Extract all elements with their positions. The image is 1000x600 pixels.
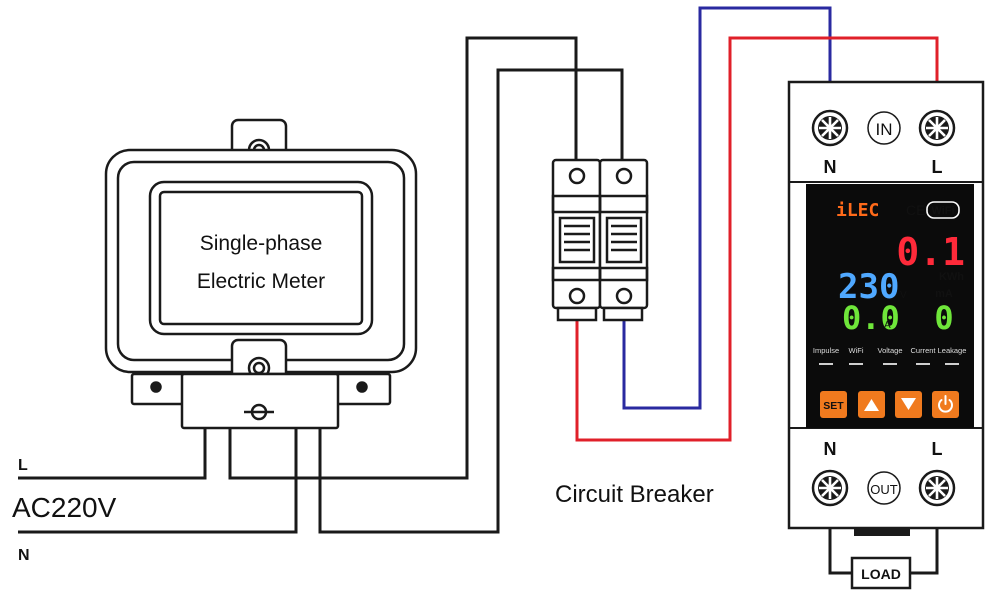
down-button[interactable] — [895, 391, 922, 418]
supply-line-wire — [18, 428, 207, 480]
breaker-to-device-red-wire — [575, 36, 939, 442]
load-label: LOAD — [861, 566, 901, 582]
in-badge — [867, 111, 901, 145]
wifi-badge — [926, 201, 960, 219]
meter-out-line-wire — [228, 36, 578, 480]
voltage-value: 230 — [838, 267, 899, 307]
voltage-unit: V — [900, 290, 907, 301]
bottom-l-terminal-screw — [918, 469, 956, 507]
load-wire — [828, 528, 939, 575]
meter-title-line2: Electric Meter — [197, 270, 325, 293]
wires — [18, 6, 939, 575]
energy-unit: KWh — [939, 271, 964, 283]
load-box — [850, 556, 912, 590]
set-button[interactable]: SET — [820, 391, 847, 418]
power-button[interactable] — [932, 391, 959, 418]
energy-value: 0.1 — [896, 230, 965, 274]
indicator-leakage: Leakage — [938, 346, 967, 355]
leak-unit: mA — [935, 288, 953, 300]
electric-meter — [104, 118, 418, 430]
wifi-badge-text: WiFi — [931, 205, 954, 217]
supply-neutral-wire — [18, 428, 298, 534]
indicator-current: Current — [910, 346, 936, 355]
arrow-up-icon — [864, 399, 879, 411]
breaker-label: Circuit Breaker — [555, 481, 714, 508]
bottom-n-label: N — [824, 439, 837, 459]
bottom-l-label: L — [932, 439, 943, 459]
current-value: 0.0 — [842, 299, 900, 337]
in-badge-text: IN — [876, 120, 893, 139]
bottom-n-terminal-screw — [811, 469, 849, 507]
indicator-impulse: Impulse — [813, 346, 839, 355]
meter-title-line1: Single-phase — [200, 232, 323, 255]
indicator-voltage: Voltage — [877, 346, 902, 355]
meter-out-neutral-wire — [318, 68, 624, 534]
top-n-terminal-screw — [811, 109, 849, 147]
ce-mark: CE — [906, 202, 925, 218]
set-button-label: SET — [823, 400, 844, 412]
power-icon — [938, 395, 953, 413]
indicator-wifi: WiFi — [849, 346, 864, 355]
top-l-terminal-screw — [918, 109, 956, 147]
current-unit: A — [884, 320, 891, 331]
breaker-to-device-blue-wire — [622, 6, 832, 410]
arrow-down-icon — [901, 398, 916, 410]
supply-voltage-label: AC220V — [12, 492, 117, 523]
top-l-label: L — [932, 157, 943, 177]
out-badge — [867, 471, 901, 505]
brand-logo: iLEC — [836, 200, 879, 221]
out-badge-text: OUT — [870, 482, 898, 497]
protection-device — [787, 80, 985, 536]
supply-line-label: L — [18, 457, 28, 474]
up-button[interactable] — [858, 391, 885, 418]
circuit-breaker — [551, 158, 649, 322]
supply-neutral-label: N — [18, 547, 30, 564]
top-n-label: N — [824, 157, 837, 177]
indicator-labels: Impulse WiFi Voltage Current Leakage — [813, 346, 967, 355]
leak-value: 0 — [934, 299, 953, 337]
